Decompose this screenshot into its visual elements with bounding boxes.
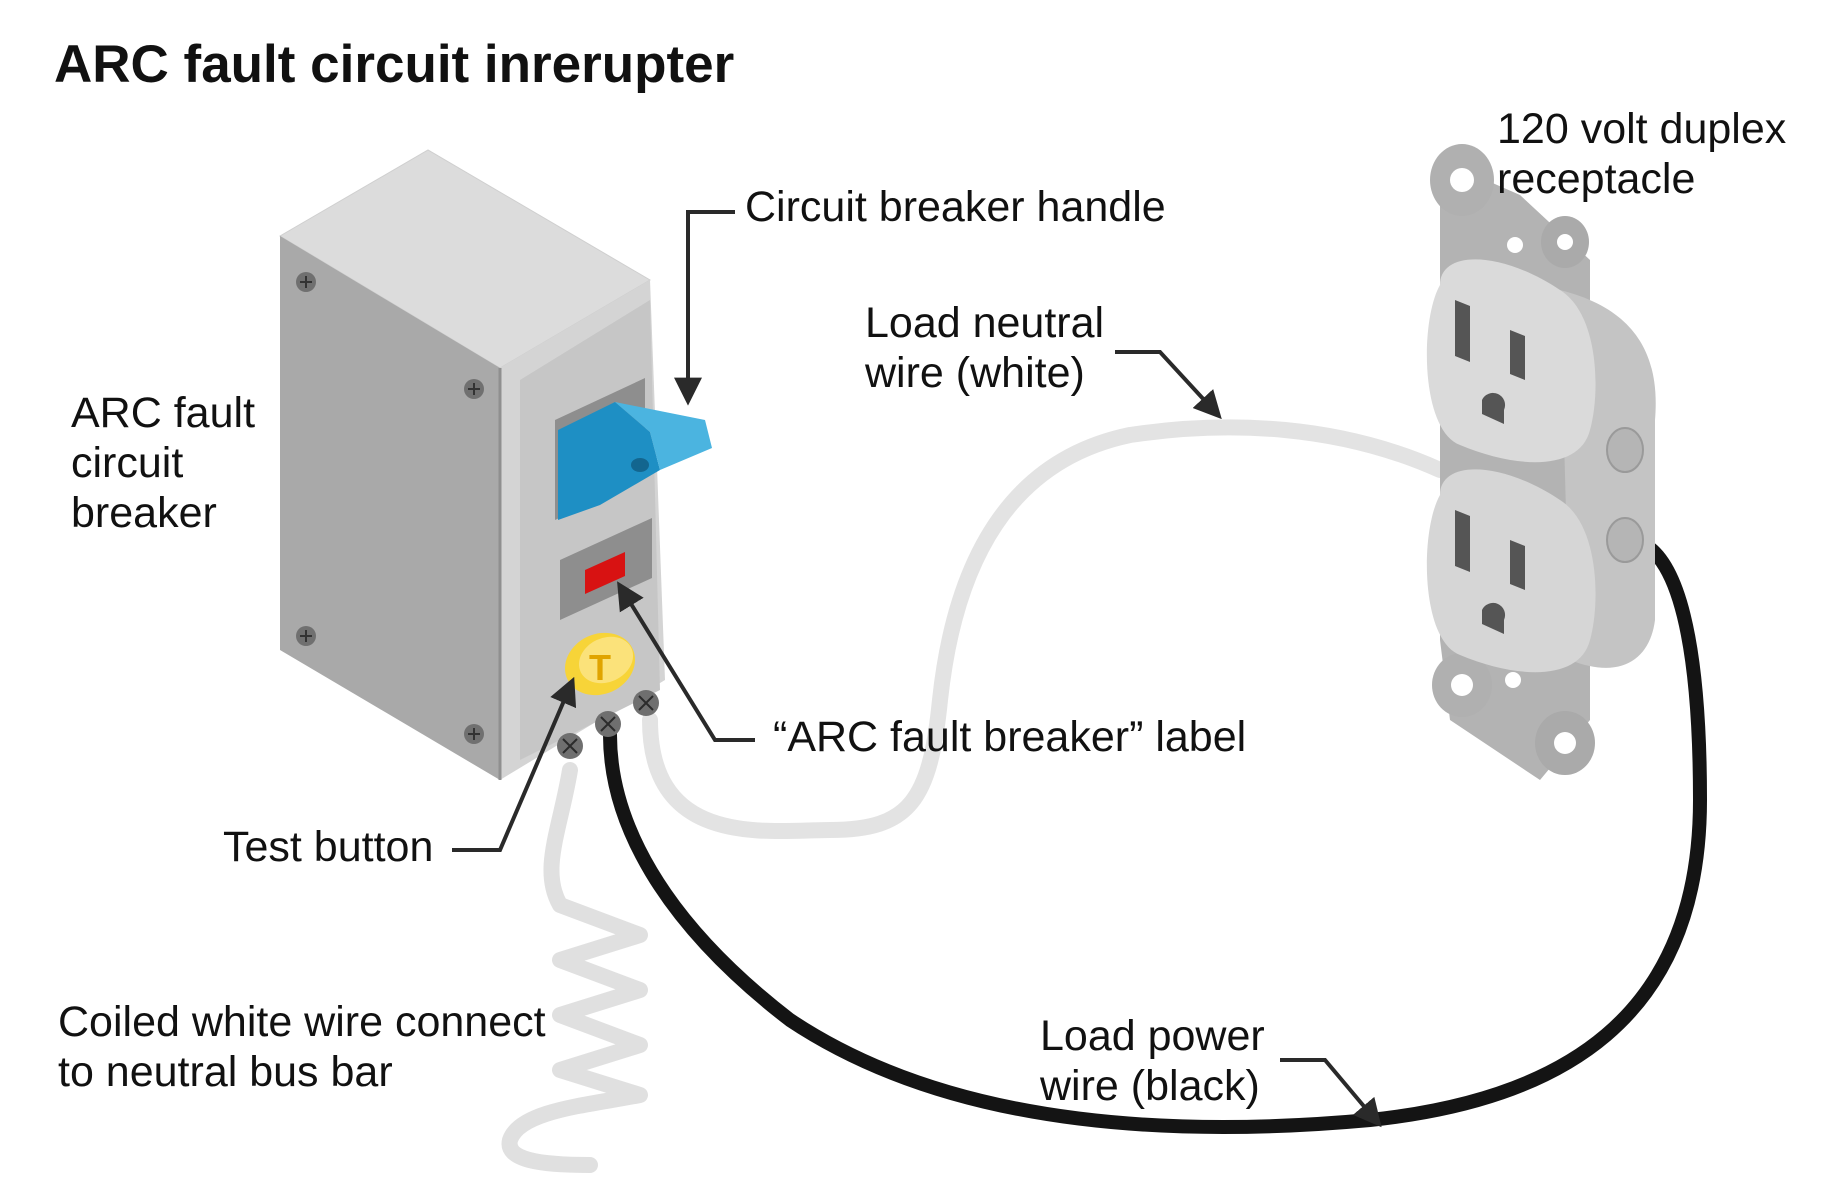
circuit-breaker-handle[interactable] xyxy=(558,402,712,520)
handle-label: Circuit breaker handle xyxy=(745,183,1166,231)
screw xyxy=(464,379,484,399)
coiled-white-wire xyxy=(501,762,648,1173)
power-wire-label: Load power wire (black) xyxy=(1040,1012,1265,1110)
handle-leader xyxy=(674,210,735,406)
test-button-glyph: T xyxy=(589,647,611,688)
receptacle-label: 120 volt duplex receptacle xyxy=(1497,105,1787,203)
diagram-title: ARC fault circuit inrerupter xyxy=(54,35,735,94)
arc-fault-label-indicator xyxy=(585,552,625,594)
test-button-leader xyxy=(452,676,577,852)
duplex-receptacle xyxy=(1426,144,1656,780)
terminal-screw xyxy=(633,690,659,716)
load-neutral-wire xyxy=(642,419,1448,840)
breaker-label: ARC fault circuit breaker xyxy=(71,389,256,537)
screw xyxy=(296,626,316,646)
arc-fault-breaker: T xyxy=(279,149,712,780)
lower-outlet xyxy=(1455,510,1525,634)
terminal-screw xyxy=(595,711,621,737)
screw xyxy=(464,724,484,744)
coiled-wire-label: Coiled white wire connect to neutral bus… xyxy=(58,998,546,1096)
screw xyxy=(296,272,316,292)
upper-outlet xyxy=(1455,300,1525,424)
power-wire-leader xyxy=(1280,1058,1382,1128)
fault-label-caption: “ARC fault breaker” label xyxy=(773,713,1247,761)
test-button[interactable]: T xyxy=(555,622,646,707)
test-button-label: Test button xyxy=(223,823,434,871)
terminal-screw xyxy=(557,733,583,759)
fault-label-leader xyxy=(617,581,755,742)
neutral-wire-leader xyxy=(1115,350,1222,420)
neutral-wire-label: Load neutral wire (white) xyxy=(865,299,1105,397)
